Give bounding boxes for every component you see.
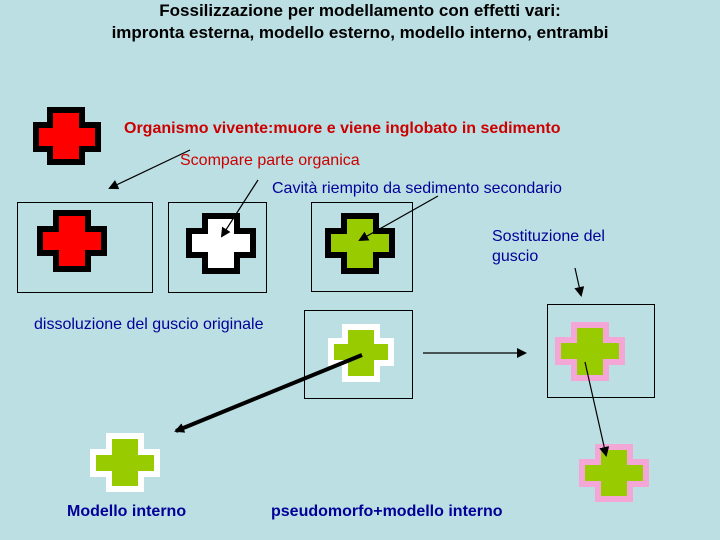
title-line-2: impronta esterna, modello esterno, model… bbox=[111, 23, 609, 42]
label-shell-replacement-1: Sostituzione del bbox=[492, 228, 605, 245]
stage-frame-cavity bbox=[168, 202, 267, 293]
arrow-to-pseudomorph bbox=[584, 361, 610, 457]
label-shell-replacement-2: guscio bbox=[492, 248, 539, 265]
stage-frame-replacement bbox=[547, 304, 655, 398]
stage-frame-dissolution bbox=[304, 310, 413, 399]
title-line-1: Fossilizzazione per modellamento con eff… bbox=[159, 1, 561, 20]
internal-mould-cross bbox=[90, 433, 160, 492]
label-internal-mould: Modello interno bbox=[67, 503, 187, 520]
arrow-to-replacement bbox=[574, 267, 585, 297]
replaced-shell-cross bbox=[555, 322, 625, 381]
arrow-to-internal-mould bbox=[174, 353, 363, 433]
arrow-to-burial bbox=[108, 149, 191, 190]
empty-cavity-cross bbox=[186, 213, 256, 274]
label-organism: Organismo vivente:muore e viene inglobat… bbox=[124, 120, 561, 137]
pseudomorph-cross bbox=[579, 444, 649, 502]
buried-organism-cross bbox=[37, 210, 107, 272]
organism-cross bbox=[33, 107, 101, 165]
filled-cavity-cross bbox=[325, 213, 395, 274]
label-shell-dissolution: dissoluzione del guscio originale bbox=[34, 316, 264, 333]
arrow-to-filled bbox=[358, 195, 439, 241]
label-pseudomorph: pseudomorfo+modello interno bbox=[271, 503, 503, 520]
label-cavity-filled: Cavità riempito da sedimento secondario bbox=[272, 180, 562, 197]
dissolved-shell-cross bbox=[328, 324, 394, 382]
diagram-title: Fossilizzazione per modellamento con eff… bbox=[0, 0, 720, 44]
arrow-to-cavity bbox=[220, 179, 259, 238]
label-organic-loss: Scompare parte organica bbox=[180, 152, 360, 169]
stage-frame-organism bbox=[17, 202, 153, 293]
stage-frame-filled bbox=[311, 202, 413, 292]
